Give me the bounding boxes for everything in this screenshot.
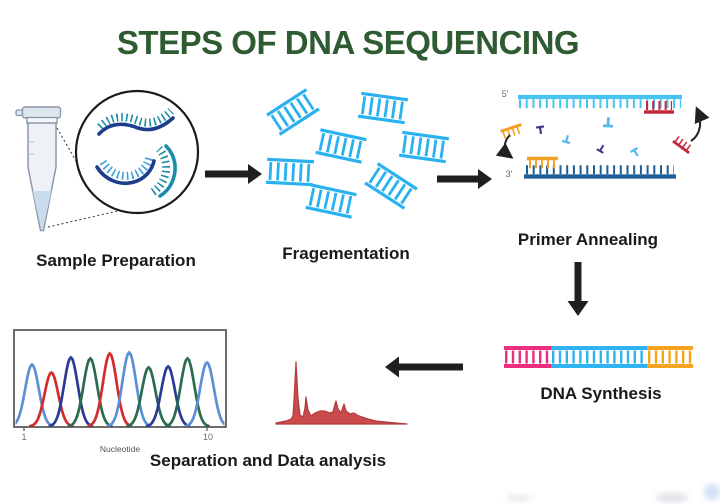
free-orange-primer-icon <box>500 123 523 139</box>
chromatogram-peak <box>15 362 55 427</box>
curved-arrow-icon <box>690 106 710 142</box>
flow-arrows <box>205 164 589 378</box>
dna-fragment-icon <box>357 91 409 125</box>
chromatogram-peak <box>29 370 74 427</box>
x-tick-1: 1 <box>21 432 27 442</box>
nucleotide-icon <box>596 144 605 154</box>
artifact-smudge <box>704 484 720 500</box>
chromatogram-peak <box>126 365 171 427</box>
nucleotide-icon <box>535 125 545 135</box>
chromatogram-peak <box>106 350 152 427</box>
sample-preparation-illustration <box>15 89 200 232</box>
chromatogram-peak <box>165 356 210 427</box>
dna-fragment-icon <box>266 88 320 136</box>
chromatogram-peak <box>48 355 94 427</box>
nucleotide-icon <box>630 146 639 157</box>
chromatogram-chart <box>13 329 227 431</box>
intensity-trace-chart <box>275 361 408 425</box>
artifact-smudge <box>505 495 531 501</box>
label-dna-synthesis: DNA Synthesis <box>540 384 662 403</box>
chromatogram-peak <box>145 364 191 427</box>
dna-fragment-icon <box>305 183 357 219</box>
free-red-primer-icon <box>672 135 693 155</box>
intensity-trace-area <box>275 361 408 425</box>
label-primer-annealing: Primer Annealing <box>517 230 659 249</box>
dna-fragment-icon <box>265 157 315 187</box>
artifact-smudge <box>655 493 689 502</box>
nucleotide-icon <box>561 134 571 145</box>
chromatogram-peak <box>87 351 133 427</box>
page-title: STEPS OF DNA SEQUENCING <box>116 24 580 61</box>
fragmentation-illustration <box>265 88 450 219</box>
x-tick-10: 10 <box>202 432 214 442</box>
five-prime-label: 5′ <box>501 89 509 99</box>
label-sample-preparation: Sample Preparation <box>36 251 196 270</box>
dna-fragment-icon <box>364 162 418 210</box>
magnifier-circle-icon <box>74 89 200 215</box>
label-fragmentation: Fragementation <box>282 244 410 263</box>
arrow-left-icon <box>385 356 463 378</box>
chromatogram-peak <box>184 360 225 427</box>
x-axis-title: Nucleotide <box>99 444 141 454</box>
dna-fragment-icon <box>398 130 450 164</box>
dna-synthesis-illustration <box>504 346 693 368</box>
primer-annealing-illustration <box>495 94 710 179</box>
three-prime-label: 3′ <box>505 169 513 179</box>
arrow-down-icon <box>567 262 589 316</box>
curved-arrow-icon <box>495 134 514 159</box>
dna-fragment-icon <box>315 128 367 164</box>
arrow-right-icon <box>437 169 492 189</box>
chromatogram-peak <box>67 356 113 427</box>
arrow-right-icon <box>205 164 262 184</box>
label-separation-analysis: Separation and Data analysis <box>149 451 387 470</box>
nucleotide-icon <box>602 117 614 128</box>
